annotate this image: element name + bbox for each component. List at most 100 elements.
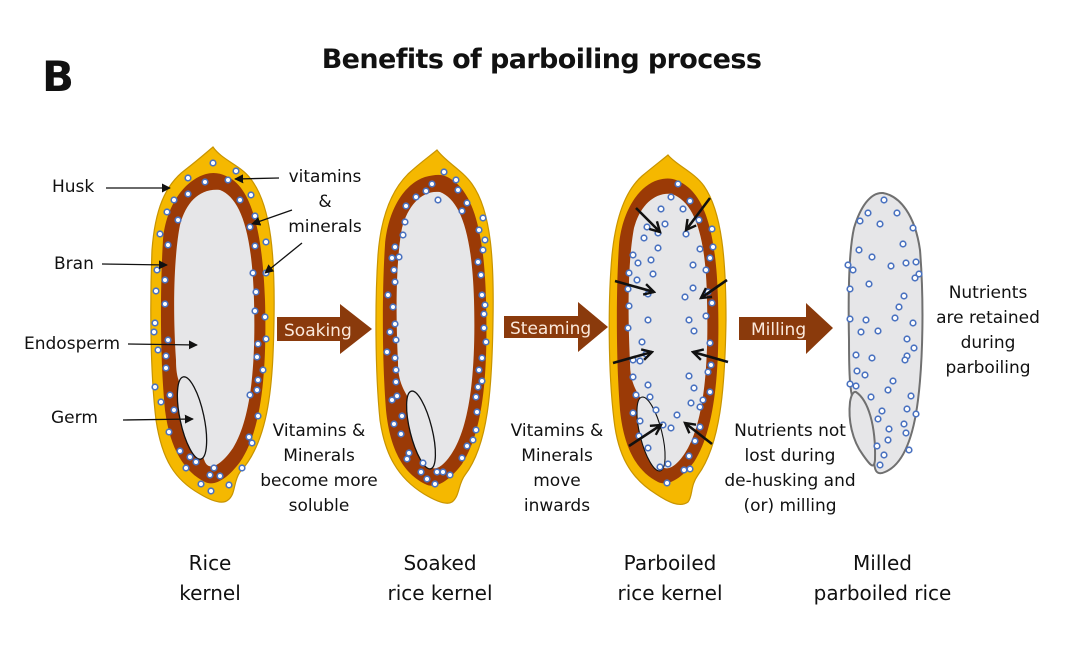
nutrient-dot (452, 176, 460, 184)
nutrient-dot (253, 386, 261, 394)
nutrient-dot (625, 269, 633, 277)
nutrient-dot (201, 178, 209, 186)
nutrient-dot (412, 193, 420, 201)
vitamins-pointer-3 (264, 242, 303, 274)
nutrient-dot (884, 436, 892, 444)
note-line: de-husking and (724, 471, 856, 491)
nutrient-dot (162, 364, 170, 372)
nutrient-dot (458, 454, 466, 462)
nutrient-dot (184, 190, 192, 198)
nutrient-dot (880, 196, 888, 204)
nutrient-dot (184, 174, 192, 182)
note-line: are retained (936, 308, 1040, 328)
nutrient-dot (891, 314, 899, 322)
nutrient-dot (880, 451, 888, 459)
nutrient-dot (479, 246, 487, 254)
note-line: Vitamins & (510, 421, 604, 441)
nutrient-dot (398, 412, 406, 420)
nutrient-dot (388, 254, 396, 262)
nutrient-dot (238, 464, 246, 472)
nutrient-dot (902, 429, 910, 437)
nutrient-dot (403, 455, 411, 463)
nutrient-dot (246, 391, 254, 399)
nutrient-dot (846, 380, 854, 388)
nutrient-dot (431, 480, 439, 488)
note-line: inwards (523, 496, 591, 516)
nutrient-dot (900, 420, 908, 428)
nutrient-dot (887, 262, 895, 270)
nutrient-dot (682, 230, 690, 238)
nutrient-dot (473, 408, 481, 416)
nutrient-dot (856, 217, 864, 225)
caption-line: kernel (179, 581, 241, 605)
nutrient-dot (885, 425, 893, 433)
nutrient-dot (903, 335, 911, 343)
rice-kernel (150, 146, 275, 503)
inward-arrows (612, 197, 729, 448)
steaming-note: Vitamins & Minerals move inwards (492, 419, 622, 519)
nutrient-dot (659, 421, 667, 429)
nutrient-dot (634, 259, 642, 267)
inward-arrow (612, 352, 652, 365)
nutrient-dot (686, 197, 694, 205)
nutrient-dot (463, 442, 471, 450)
nutrient-dot (689, 284, 697, 292)
note-line: Nutrients (948, 283, 1028, 303)
note-line: Vitamins & (272, 421, 366, 441)
nutrient-dot (690, 384, 698, 392)
nutrient-dot (902, 259, 910, 267)
nutrient-dot (868, 354, 876, 362)
nutrient-dot (251, 307, 259, 315)
inward-arrow (628, 425, 661, 448)
nutrient-dot (150, 328, 158, 336)
ampersand-text: & (318, 192, 332, 212)
nutrient-dot (474, 383, 482, 391)
nutrient-dot (245, 433, 253, 441)
nutrient-dot (480, 324, 488, 332)
nutrient-dot (909, 224, 917, 232)
husk-label: Husk (52, 177, 95, 197)
nutrient-dot (900, 292, 908, 300)
nutrient-dot (699, 396, 707, 404)
nutrient-dot (475, 226, 483, 234)
nutrient-dot (708, 299, 716, 307)
diagram-title: Benefits of parboiling process (321, 44, 762, 75)
nutrient-dot (247, 191, 255, 199)
nutrient-dot (864, 209, 872, 217)
milling-arrow: Milling (739, 303, 833, 354)
caption-line: Milled (853, 551, 912, 575)
nutrient-dot (174, 216, 182, 224)
nutrient-dot (893, 209, 901, 217)
vitamins-pointer-2 (251, 209, 293, 226)
caption-line: rice kernel (387, 581, 493, 605)
nutrient-dot (846, 285, 854, 293)
nutrient-dots (383, 168, 490, 488)
nutrient-dot (706, 339, 714, 347)
nutrient-dot (254, 376, 262, 384)
inward-arrow (635, 207, 660, 232)
nutrient-dot (640, 234, 648, 242)
nutrient-dot (454, 186, 462, 194)
nutrient-dot (702, 266, 710, 274)
nutrient-dot (170, 406, 178, 414)
nutrient-dot (696, 403, 704, 411)
nutrient-dot (156, 230, 164, 238)
nutrient-dot (912, 410, 920, 418)
nutrient-dot (862, 316, 870, 324)
caption-parboiled-kernel: Parboiled rice kernel (600, 548, 740, 608)
nutrient-dot (390, 420, 398, 428)
panel-letter: B (42, 52, 75, 101)
inward-arrow (686, 197, 712, 230)
nutrient-dot (905, 446, 913, 454)
nutrient-dot (644, 316, 652, 324)
nutrient-dot (857, 328, 865, 336)
nutrient-dot (433, 468, 441, 476)
nutrient-dot (176, 447, 184, 455)
nutrient-dot (395, 253, 403, 261)
nutrient-dot (624, 324, 632, 332)
nutrient-dot (474, 258, 482, 266)
nutrient-dot (388, 396, 396, 404)
soaking-arrow: Soaking (277, 304, 372, 354)
nutrient-dot (878, 407, 886, 415)
